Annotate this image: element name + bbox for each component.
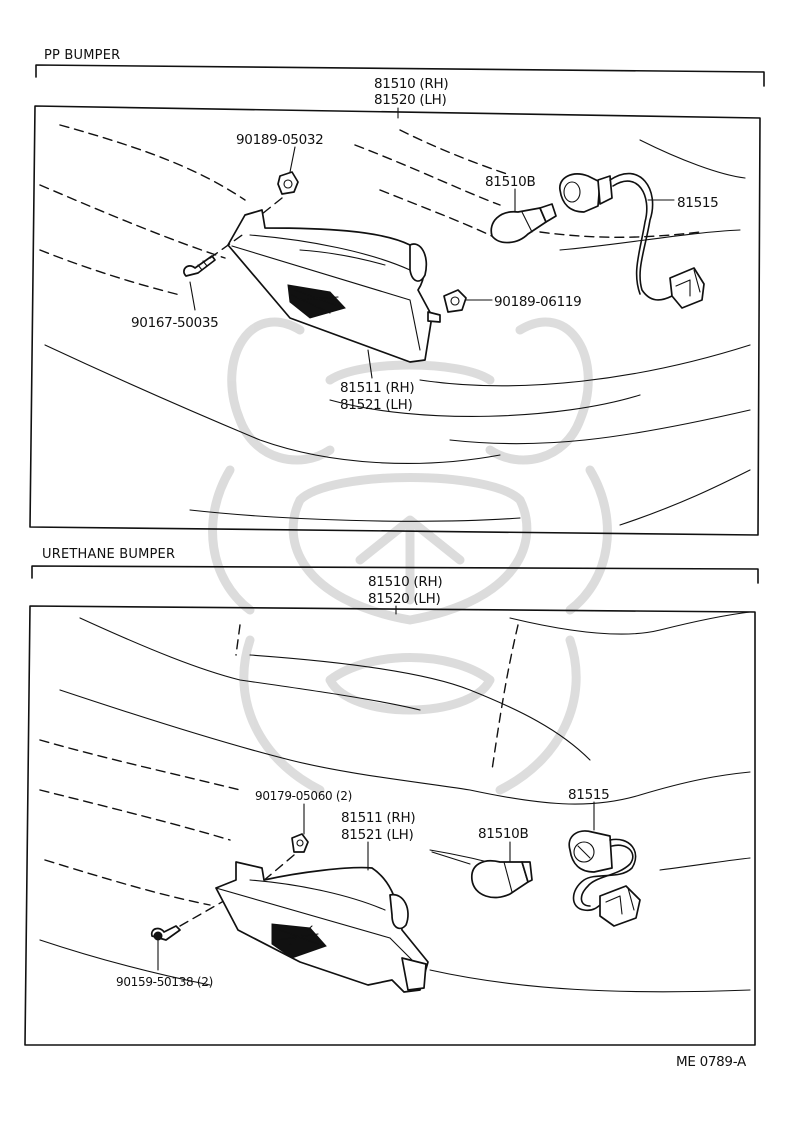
section-heading-urethane-bumper: URETHANE BUMPER	[42, 547, 175, 562]
screw-icon	[183, 255, 216, 277]
assembly-label-lh: 81520 (LH)	[374, 92, 446, 108]
screw-icon	[150, 925, 181, 941]
grommet-icon	[443, 289, 467, 313]
assembly-bracket	[31, 565, 759, 584]
diagram-code: ME 0789-A	[676, 1054, 747, 1070]
part-label-bulb: 81510B	[478, 826, 528, 842]
lamp-housing-urethane	[215, 861, 429, 993]
section-frame	[24, 605, 756, 1046]
part-label-bulb: 81510B	[485, 174, 535, 190]
section-frame	[29, 105, 761, 536]
nut-dashed-path	[261, 854, 295, 883]
part-label-lens-rh: 81511 (RH)	[340, 380, 414, 396]
screw-dashed-path	[209, 232, 246, 259]
part-label-lens-lh: 81521 (LH)	[340, 397, 412, 413]
socket-harness-icon	[559, 172, 705, 309]
leader-lines-pp	[189, 146, 675, 379]
part-label-lens-rh: 81511 (RH)	[341, 810, 415, 826]
socket-harness-icon	[568, 830, 641, 927]
watermark	[208, 317, 612, 795]
part-label-screw: 90159-50138 (2)	[116, 975, 213, 989]
bulb-icon	[471, 860, 533, 899]
bumper-contours	[39, 124, 751, 526]
bumper-contours	[39, 611, 751, 993]
part-label-screw: 90167-50035	[131, 315, 218, 331]
nut-dashed-path	[261, 197, 283, 215]
section-heading-pp-bumper: PP BUMPER	[44, 48, 120, 63]
part-label-lens-lh: 81521 (LH)	[341, 827, 413, 843]
nut-icon	[291, 833, 309, 853]
assembly-label-rh: 81510 (RH)	[374, 76, 448, 92]
leader-lines-urethane	[157, 801, 595, 971]
part-label-socket: 81515	[568, 787, 609, 803]
lamp-housing-pp	[227, 209, 441, 363]
part-label-socket: 81515	[677, 195, 718, 211]
part-label-grommet: 90189-06119	[494, 294, 581, 310]
assembly-bracket	[35, 64, 765, 87]
part-label-screw-nut: 90189-05032	[236, 132, 323, 148]
part-label-nut: 90179-05060 (2)	[255, 789, 352, 803]
screw-dashed-path	[179, 901, 223, 927]
nut-icon	[277, 171, 299, 195]
assembly-label-lh: 81520 (LH)	[368, 591, 440, 607]
assembly-label-rh: 81510 (RH)	[368, 574, 442, 590]
bulb-icon	[490, 203, 557, 244]
